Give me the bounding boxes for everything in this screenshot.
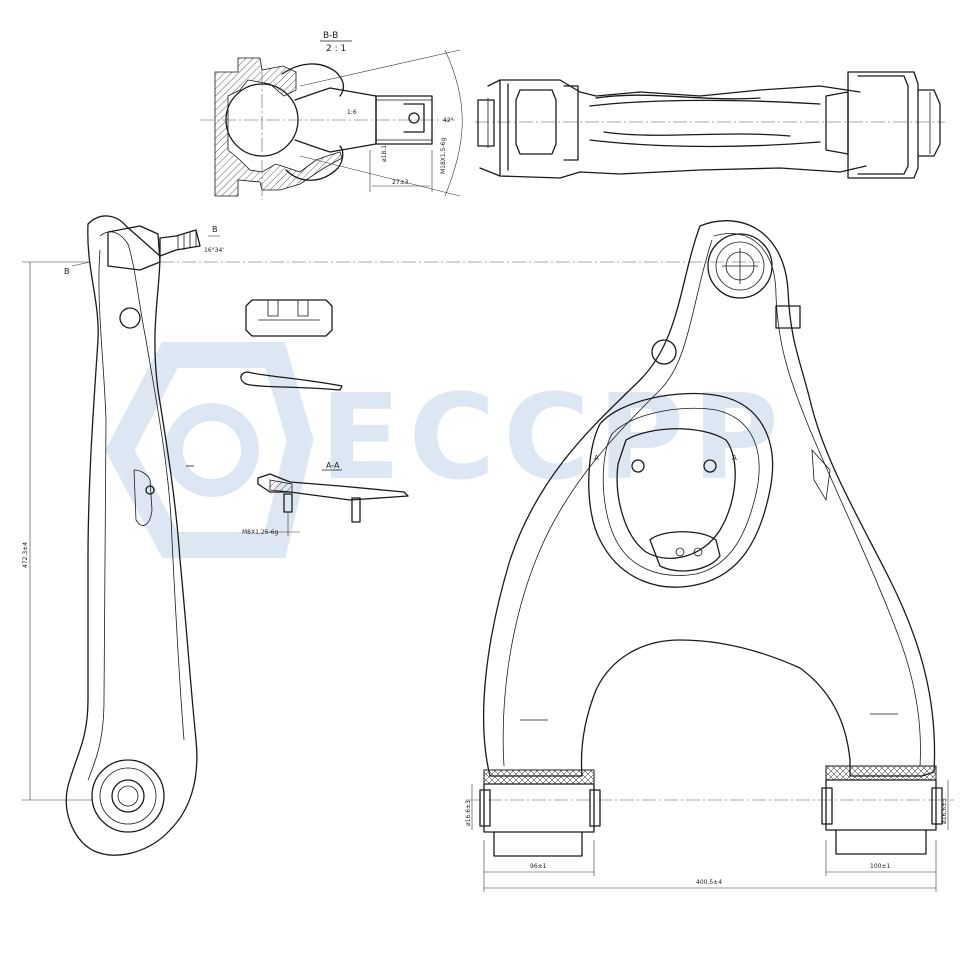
- dim-overall-height: 472.3±4: [22, 542, 29, 568]
- label-stud-thread: M8X1.25-6g: [242, 529, 278, 536]
- top-view: [475, 71, 945, 179]
- section-bb-scale: 2 : 1: [326, 44, 346, 54]
- marker-b-left: B: [64, 267, 70, 276]
- watermark-text: ECCPP: [320, 368, 787, 506]
- dim-bushing-dia-right: ø16.6±5: [941, 798, 948, 824]
- dim-right-bushing-width: 100±1: [870, 863, 890, 870]
- label-ball-thread: M18X1.5-6g: [440, 138, 447, 174]
- section-aa-title: A-A: [326, 461, 340, 470]
- section-bb-view: B-B 2 : 1 27±3 ø18.1 M18X1.5-6g 1:6 42°: [200, 31, 463, 200]
- front-view: A A ø16.6±3 ø16.6±5 96±1: [465, 220, 954, 892]
- marker-b-top: B: [212, 225, 218, 234]
- marker-a-right: A: [732, 454, 737, 462]
- castle-nut-icon: [245, 299, 333, 337]
- dim-left-bushing-width: 96±1: [530, 863, 547, 870]
- label-ball-diameter: ø18.1: [381, 145, 388, 162]
- dim-overall-width: 400.5±4: [696, 879, 722, 886]
- label-stud-length: 27±3: [392, 179, 409, 186]
- watermark-logo-icon: [105, 342, 314, 558]
- section-bb-title: B-B: [323, 31, 338, 41]
- side-view: B B 16°34' 472.3±4: [22, 215, 760, 856]
- parts-detail: A-A M8X1.25-6g: [240, 299, 409, 536]
- label-angle-side: 16°34': [204, 247, 224, 254]
- cotter-pin-icon: [240, 371, 343, 391]
- watermark: ECCPP: [105, 342, 787, 558]
- label-angle-top: 42°: [443, 117, 454, 124]
- label-taper: 1:6: [347, 109, 357, 116]
- marker-a-left: A: [594, 454, 599, 462]
- dim-bushing-dia-left: ø16.6±3: [465, 800, 472, 826]
